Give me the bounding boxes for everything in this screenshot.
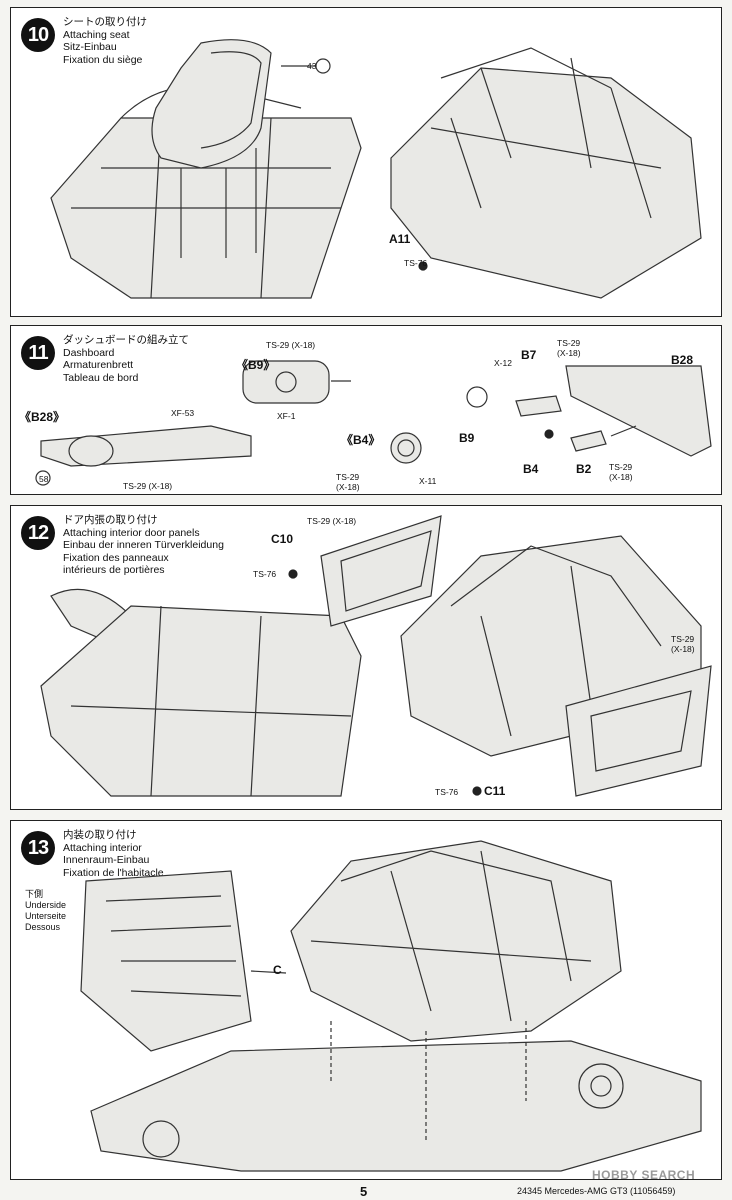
title-de: Innenraum-Einbau [63,854,150,866]
paint-ts76-c11: TS-76 [435,787,459,797]
underside-de: Unterseite [25,911,67,921]
underside-en: Underside [25,900,67,910]
title-de: Sitz-Einbau [63,41,117,53]
part-b9: B9 [459,431,475,445]
step-12-panel: 12 ドア内張の取り付け Attaching interior door pan… [10,505,722,810]
title-fr-2: intérieurs de portières [63,564,165,576]
step-titles: シートの取り付け Attaching seat Sitz-Einbau Fixa… [63,16,147,66]
dashboard-illustration [35,360,712,486]
paint-xf1: XF-1 [277,411,296,421]
step-10-panel: 10 シートの取り付け Attaching seat Sitz-Einbau F… [10,7,722,317]
part-b2: B2 [576,462,592,476]
watermark: HOBBY SEARCH [592,1168,696,1182]
part-c11: C11 [484,784,506,798]
step-number: 11 [21,336,55,370]
interior-install-illustration [80,840,702,1172]
part-c: C [273,963,282,977]
title-ja: ダッシュボードの組み立て [63,334,189,346]
seat-assembly-illustration [50,39,702,299]
step-13-panel: 13 内装の取り付け Attaching interior Innenraum-… [10,820,722,1180]
paint-ts29-c11: TS-29 (X-18) [671,634,695,654]
part-b28: B28 [671,353,694,367]
step-number: 12 [21,516,55,550]
group-b28: 《B28》 [19,410,66,424]
part-b7: B7 [521,348,537,362]
title-ja: ドア内張の取り付け [63,514,158,526]
paint-x12: X-12 [494,358,512,368]
group-b4: 《B4》 [341,433,381,447]
title-fr: Tableau de bord [63,371,139,384]
paint-ts29-b9: TS-29 (X-18) [266,340,316,350]
title-en: Attaching interior [63,841,142,854]
step-number: 10 [21,18,55,52]
paint-xf53: XF-53 [171,408,195,418]
paint-x11: X-11 [419,476,437,486]
paint-ts29-b4: TS-29 (X-18) [336,472,360,492]
step-titles: ドア内張の取り付け Attaching interior door panels… [63,514,224,577]
step-titles: ダッシュボードの組み立て Dashboard Armaturenbrett Ta… [63,334,189,384]
title-de: Armaturenbrett [63,359,134,371]
part-a11: A11 [389,232,411,246]
title-ja: シートの取り付け [63,16,147,28]
underside-ja: 下側 [25,889,44,899]
title-ja: 内装の取り付け [63,829,137,841]
title-en: Dashboard [63,346,115,359]
paint-ts29-b2: TS-29 (X-18) [609,462,633,482]
ref-43: 43 [307,61,317,71]
title-de: Einbau der inneren Türverkleidung [63,539,224,551]
part-c10: C10 [271,532,294,546]
paint-ts29-b7: TS-29 (X-18) [557,338,581,358]
title-fr: Fixation du siège [63,53,143,66]
title-fr: Fixation des panneaux [63,551,169,564]
paint-ts76-c10: TS-76 [253,569,277,579]
part-b4: B4 [523,462,539,476]
paint-ts76: TS-76 [404,258,428,268]
underside-label: 下側 Underside Unterseite Dessous [25,889,66,933]
underside-fr: Dessous [25,922,61,932]
group-b9: 《B9》 [236,358,276,372]
title-en: Attaching seat [63,28,130,41]
door-panel-illustration [40,515,712,797]
title-en: Attaching interior door panels [63,526,200,539]
footer-reference: 24345 Mercedes-AMG GT3 (11056459) [517,1186,676,1196]
step-number: 13 [21,831,55,865]
step-11-panel: 11 ダッシュボードの組み立て Dashboard Armaturenbrett… [10,325,722,740]
ref-58: 58 [39,474,49,484]
page-number: 5 [360,1184,368,1199]
title-fr: Fixation de l'habitacle [63,866,164,879]
paint-ts29-b28: TS-29 (X-18) [123,481,173,491]
paint-ts29-c10: TS-29 (X-18) [307,516,357,526]
step-titles: 内装の取り付け Attaching interior Innenraum-Ein… [63,829,164,879]
